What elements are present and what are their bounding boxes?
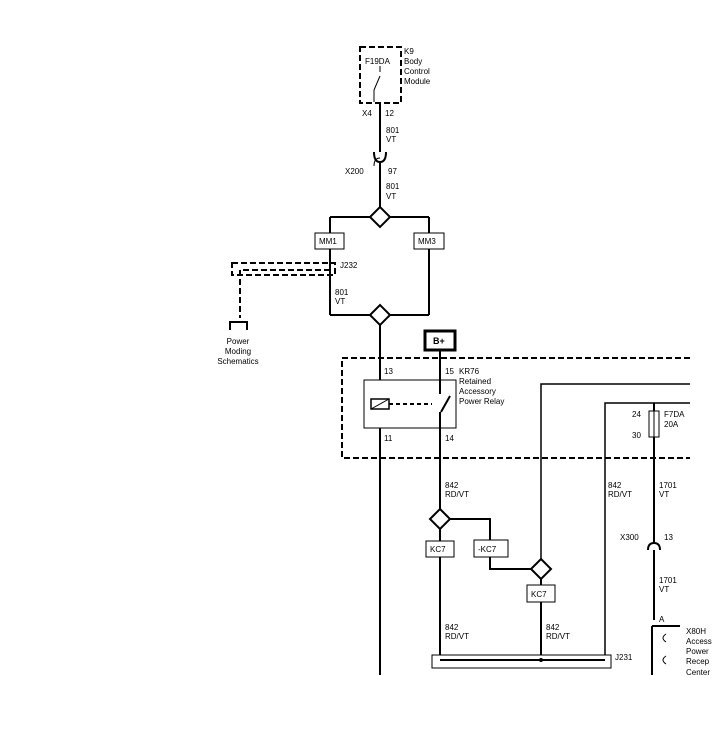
j232-dashed-outline: [231, 262, 336, 276]
wire-1701-a-color: VT: [659, 490, 669, 499]
wire-to-neg-kc7: [450, 518, 491, 540]
wire-801-a-number: 801: [386, 126, 400, 135]
wire-842-b-color: RD/VT: [608, 490, 632, 499]
wire-801-a-color: VT: [386, 135, 396, 144]
f7da-pin-30: 30: [632, 431, 641, 440]
wire-801-c-number: 801: [335, 288, 349, 297]
kr76-contact-blade: [440, 395, 451, 413]
x200-connector-arc: [373, 157, 381, 167]
wire-1701-b-number: 1701: [659, 576, 677, 585]
k9-name-line-3: Module: [404, 77, 431, 86]
wire-842-c-number: 842: [445, 623, 459, 632]
kr76-pin-15: 15: [445, 367, 454, 376]
x300-connector: X300: [620, 533, 639, 542]
wire-842-a-color: RD/VT: [445, 490, 469, 499]
x80h-name-line-1: Access: [686, 637, 712, 646]
x80h-name-line-3: Recep: [686, 657, 710, 666]
x200-connector-symbol: [373, 151, 387, 164]
j232-label: J232: [340, 261, 358, 270]
power-moding-line-2: Moding: [225, 347, 251, 356]
k9-name-line-1: Body: [404, 57, 422, 66]
kr76-pin-14: 14: [445, 434, 454, 443]
x80h-ref: X80H: [686, 627, 706, 636]
power-moding-line-1: Power: [227, 337, 250, 346]
wire-801-b-color: VT: [386, 192, 396, 201]
splice-upper-diamond: [368, 205, 392, 229]
wire-neg-kc7-to-splice: [489, 557, 531, 570]
splice-right-diamond: [529, 557, 553, 581]
kr76-ref: KR76: [459, 367, 480, 376]
k9-connector: X4: [362, 109, 372, 118]
x300-connector-symbol: [647, 541, 661, 551]
wire-801-b-number: 801: [386, 182, 400, 191]
power-moding-line-3: Schematics: [217, 357, 258, 366]
wire-842-d-number: 842: [546, 623, 560, 632]
k9-ref: K9: [404, 47, 414, 56]
f7da-rating: 20A: [664, 420, 679, 429]
x300-pin: 13: [664, 533, 673, 542]
x80h-name-line-2: Power: [686, 647, 709, 656]
f7da-name: F7DA: [664, 410, 685, 419]
mm1-label: MM1: [319, 237, 337, 246]
kr76-name-line-3: Power Relay: [459, 397, 504, 406]
module-dashed-outline: [341, 357, 690, 459]
wire-842-b-number: 842: [608, 481, 622, 490]
kc7-b-label: KC7: [531, 590, 547, 599]
wire-bus-upper: [540, 383, 690, 563]
power-moding-dashed-link: [239, 269, 330, 318]
wire-842-c-color: RD/VT: [445, 632, 469, 641]
wire-1701-b-color: VT: [659, 585, 669, 594]
k9-module-outline: [359, 46, 402, 104]
kr76-name-line-1: Retained: [459, 377, 491, 386]
kc7-a-label: KC7: [430, 545, 446, 554]
k9-fuse-label: F19DA: [365, 57, 391, 66]
f7da-pin-24: 24: [632, 410, 641, 419]
wire-801-c-color: VT: [335, 297, 345, 306]
x80h-contact-1: [662, 633, 667, 643]
k9-pin: 12: [385, 109, 394, 118]
j231-splice-pack: [431, 654, 612, 669]
x200-pin: 97: [388, 167, 397, 176]
wire-1701-a-number: 1701: [659, 481, 677, 490]
wire-842-d-color: RD/VT: [546, 632, 570, 641]
x80h-name-line-4: Center: [686, 668, 710, 677]
x80h-pin: A: [659, 615, 665, 624]
splice-lower-diamond: [368, 303, 392, 327]
x80h-contact-2: [662, 655, 667, 665]
k9-switch-blade: [373, 75, 381, 91]
splice-kc7-diamond: [428, 507, 452, 531]
battery-positive-label: B+: [433, 336, 445, 346]
j231-junction-dot: [539, 658, 543, 662]
j231-label: J231: [615, 653, 633, 662]
kr76-pin-11: 11: [384, 434, 393, 443]
wire-bus-lower: [604, 402, 690, 656]
wire-842-a-number: 842: [445, 481, 459, 490]
x200-connector: X200: [345, 167, 364, 176]
kr76-name-line-2: Accessory: [459, 387, 496, 396]
kc7-neg-label: -KC7: [478, 545, 497, 554]
kr76-pin-13: 13: [384, 367, 393, 376]
mm3-label: MM3: [418, 237, 436, 246]
k9-name-line-2: Control: [404, 67, 430, 76]
power-moding-connector: [229, 321, 248, 330]
kr76-coil-slash: [370, 398, 390, 410]
